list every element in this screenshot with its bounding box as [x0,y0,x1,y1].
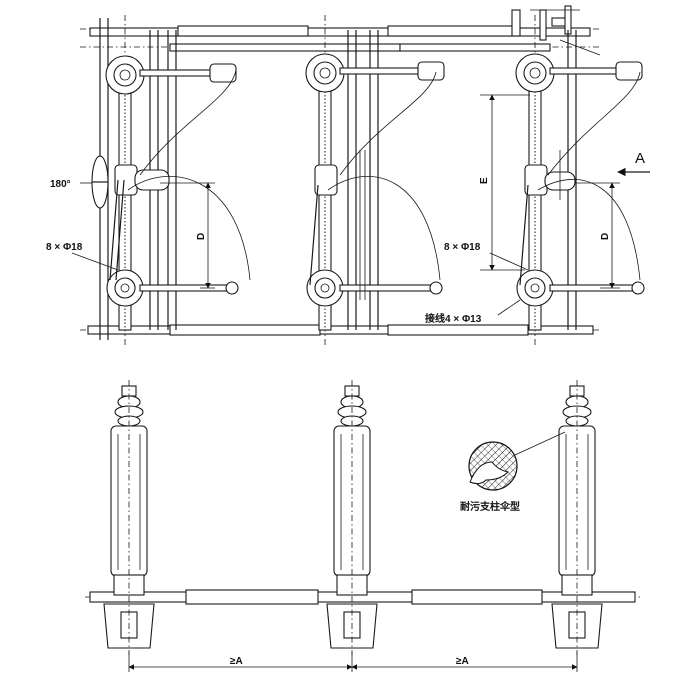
spacing-label-2: ≥A [456,656,469,667]
view-a-label: A [635,150,645,167]
angle-label: 180° [50,179,71,190]
insulator-1 [103,380,155,655]
dim-d-right-label: D [600,233,611,240]
insulator-2 [326,380,378,655]
upper-bearing-2 [305,53,345,93]
dim-e-label: E [479,177,490,184]
plan-view [71,5,650,345]
lower-bearing-1 [106,269,144,307]
insulator-3 [551,380,603,655]
dim-d-left-label: D [196,233,207,240]
ground-hole-label: 接线4 × Φ13 [425,312,482,325]
upper-bearing-1 [105,55,145,95]
hole-label-right: 8 × Φ18 [444,242,481,253]
elevation-view [85,380,640,672]
insulator-type-label: 耐污支柱伞型 [460,500,520,513]
upper-bearing-3 [515,53,555,93]
hole-label-left: 8 × Φ18 [46,242,83,253]
shed-profile-detail [468,431,566,491]
lower-bearing-2 [306,269,344,307]
lower-bearing-3 [516,269,554,307]
spacing-label-1: ≥A [230,656,243,667]
